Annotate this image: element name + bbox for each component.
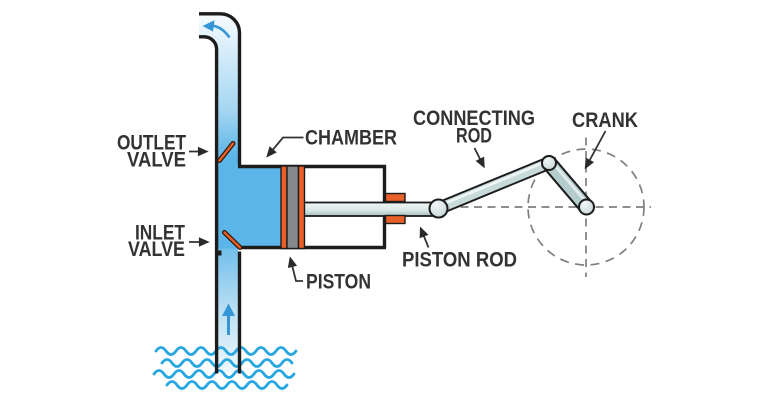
outflow-arrowhead <box>202 20 215 32</box>
outflow-arrow-shaft <box>212 24 231 39</box>
connecting-rod-highlight <box>438 159 549 207</box>
wave-line <box>165 380 289 390</box>
inlet-valve-hinge <box>216 250 222 256</box>
piston-rod-leader <box>419 226 430 248</box>
crank-arm-body <box>543 157 593 213</box>
crank-center-pin <box>578 198 595 216</box>
outlet-valve <box>217 141 236 163</box>
rod-guide-seal-top <box>384 192 406 203</box>
wave-line <box>154 346 298 356</box>
pipe-left-wall <box>199 35 219 374</box>
inflow-arrow <box>222 303 235 335</box>
inflow-arrowhead <box>222 303 235 316</box>
piston-rod <box>302 201 440 217</box>
inlet-valve-flap <box>223 231 242 249</box>
piston-rod-joint <box>428 198 449 219</box>
inlet-valve-label-line1: INLET <box>135 222 185 245</box>
piston-label: PISTON <box>306 271 371 294</box>
rod-guide-seal-bottom <box>384 214 406 225</box>
outflow-arrow <box>202 20 231 39</box>
connecting-rod-body <box>433 158 554 214</box>
piston-seal-right <box>297 165 306 250</box>
chamber-leader <box>266 136 304 158</box>
crank-label: CRANK <box>572 109 638 132</box>
piston <box>280 165 306 250</box>
connecting-rod-label-line2: ROD <box>456 125 492 148</box>
piston-body <box>286 165 300 250</box>
crank-arm-highlight <box>550 160 590 207</box>
connecting-rod-label-line1: CONNECTING <box>413 107 535 130</box>
outlet-valve-flap <box>218 142 235 162</box>
piston-seal-left <box>280 165 288 250</box>
connecting-rod-leader <box>473 147 485 169</box>
wave-line <box>160 358 294 368</box>
crank-wrist-joint <box>541 155 557 171</box>
crank-arm <box>541 155 595 215</box>
pipe-right-wall-upper <box>199 12 242 166</box>
wave-line <box>152 369 296 379</box>
crank-leader <box>584 130 607 170</box>
connecting-rod <box>431 156 556 216</box>
piston-leader <box>287 256 303 282</box>
inlet-valve <box>216 230 243 256</box>
piston-rod-label: PISTON ROD <box>402 249 517 272</box>
inlet-valve-label-line2: VALVE <box>128 238 185 261</box>
well-water-waves <box>152 346 298 390</box>
outlet-valve-label-line2: VALVE <box>127 149 186 172</box>
chamber-label: CHAMBER <box>305 127 397 150</box>
outlet-valve-label-line1: OUTLET <box>117 132 186 155</box>
